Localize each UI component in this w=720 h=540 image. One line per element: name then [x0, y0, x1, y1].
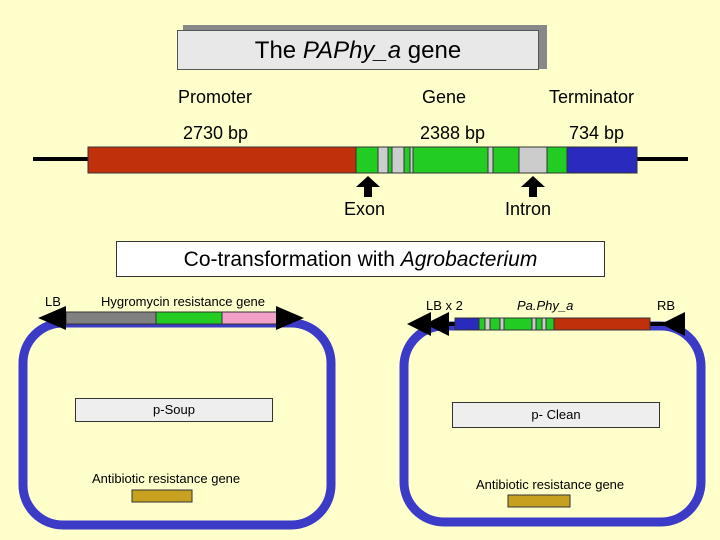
hygromycin-pink-segment	[221, 311, 281, 325]
exon-block	[412, 146, 489, 174]
cotransformation-banner: Co-transformation with Agrobacterium	[116, 241, 605, 277]
psoup-antibiotic-block	[131, 489, 193, 503]
psoup-name-box: p-Soup	[75, 398, 273, 422]
terminator-label: Terminator	[549, 87, 635, 107]
pclean-antibiotic-label: Antibiotic resistance gene	[476, 477, 625, 492]
pclean-exon-segment	[535, 317, 543, 331]
page-title: The PAPhy_a gene	[177, 30, 539, 70]
terminator-block	[566, 146, 638, 174]
exon-arrow-icon	[356, 176, 380, 197]
gene-label: Gene	[422, 87, 467, 107]
pclean-promoter-segment	[454, 317, 480, 331]
agrobacterium-text: Agrobacterium	[400, 248, 538, 271]
psoup-lb-label: LB	[45, 294, 61, 309]
left-border-arrow-icon	[38, 306, 66, 330]
pclean-terminator-segment	[553, 317, 651, 331]
promoter-label: Promoter	[178, 87, 253, 107]
hygromycin-gray-segment	[65, 311, 157, 325]
title-suffix: gene	[401, 37, 462, 64]
exon-label: Exon	[344, 199, 386, 219]
pclean-lb-label: LB x 2	[426, 298, 463, 313]
right-border-arrow-icon	[661, 312, 685, 336]
left-border-arrow-icon	[407, 312, 431, 336]
pclean-exon-segment	[478, 317, 486, 331]
hygromycin-label: Hygromycin resistance gene	[101, 294, 266, 309]
pclean-exon-segment	[545, 317, 555, 331]
pclean-intron-segment	[531, 317, 537, 331]
psoup-antibiotic-label: Antibiotic resistance gene	[92, 471, 241, 486]
cotransformation-text: Co-transformation with	[183, 248, 401, 271]
pclean-rb-label: RB	[657, 298, 676, 313]
pclean-gene-label: Pa.Phy_a	[517, 298, 574, 313]
promoter-bp: 2730 bp	[183, 123, 249, 143]
pclean-antibiotic-block	[507, 494, 571, 508]
intron-arrow-icon	[521, 176, 545, 197]
title-prefix: The	[254, 37, 303, 64]
exon-block	[492, 146, 520, 174]
pclean-intron-segment	[484, 317, 491, 331]
hygromycin-green-segment	[155, 311, 223, 325]
pclean-intron-segment	[541, 317, 547, 331]
pclean-name-box: p- Clean	[452, 402, 660, 428]
terminator-bp: 734 bp	[569, 123, 625, 143]
pclean-intron-segment	[499, 317, 505, 331]
pclean-exon-segment	[503, 317, 533, 331]
pclean-exon-segment	[489, 317, 501, 331]
intron-label: Intron	[505, 199, 552, 219]
title-gene-name: PAPhy_a	[302, 37, 402, 64]
right-border-arrow-icon	[276, 306, 304, 330]
gene-bp: 2388 bp	[420, 123, 486, 143]
left-border-arrow-icon	[425, 312, 449, 336]
